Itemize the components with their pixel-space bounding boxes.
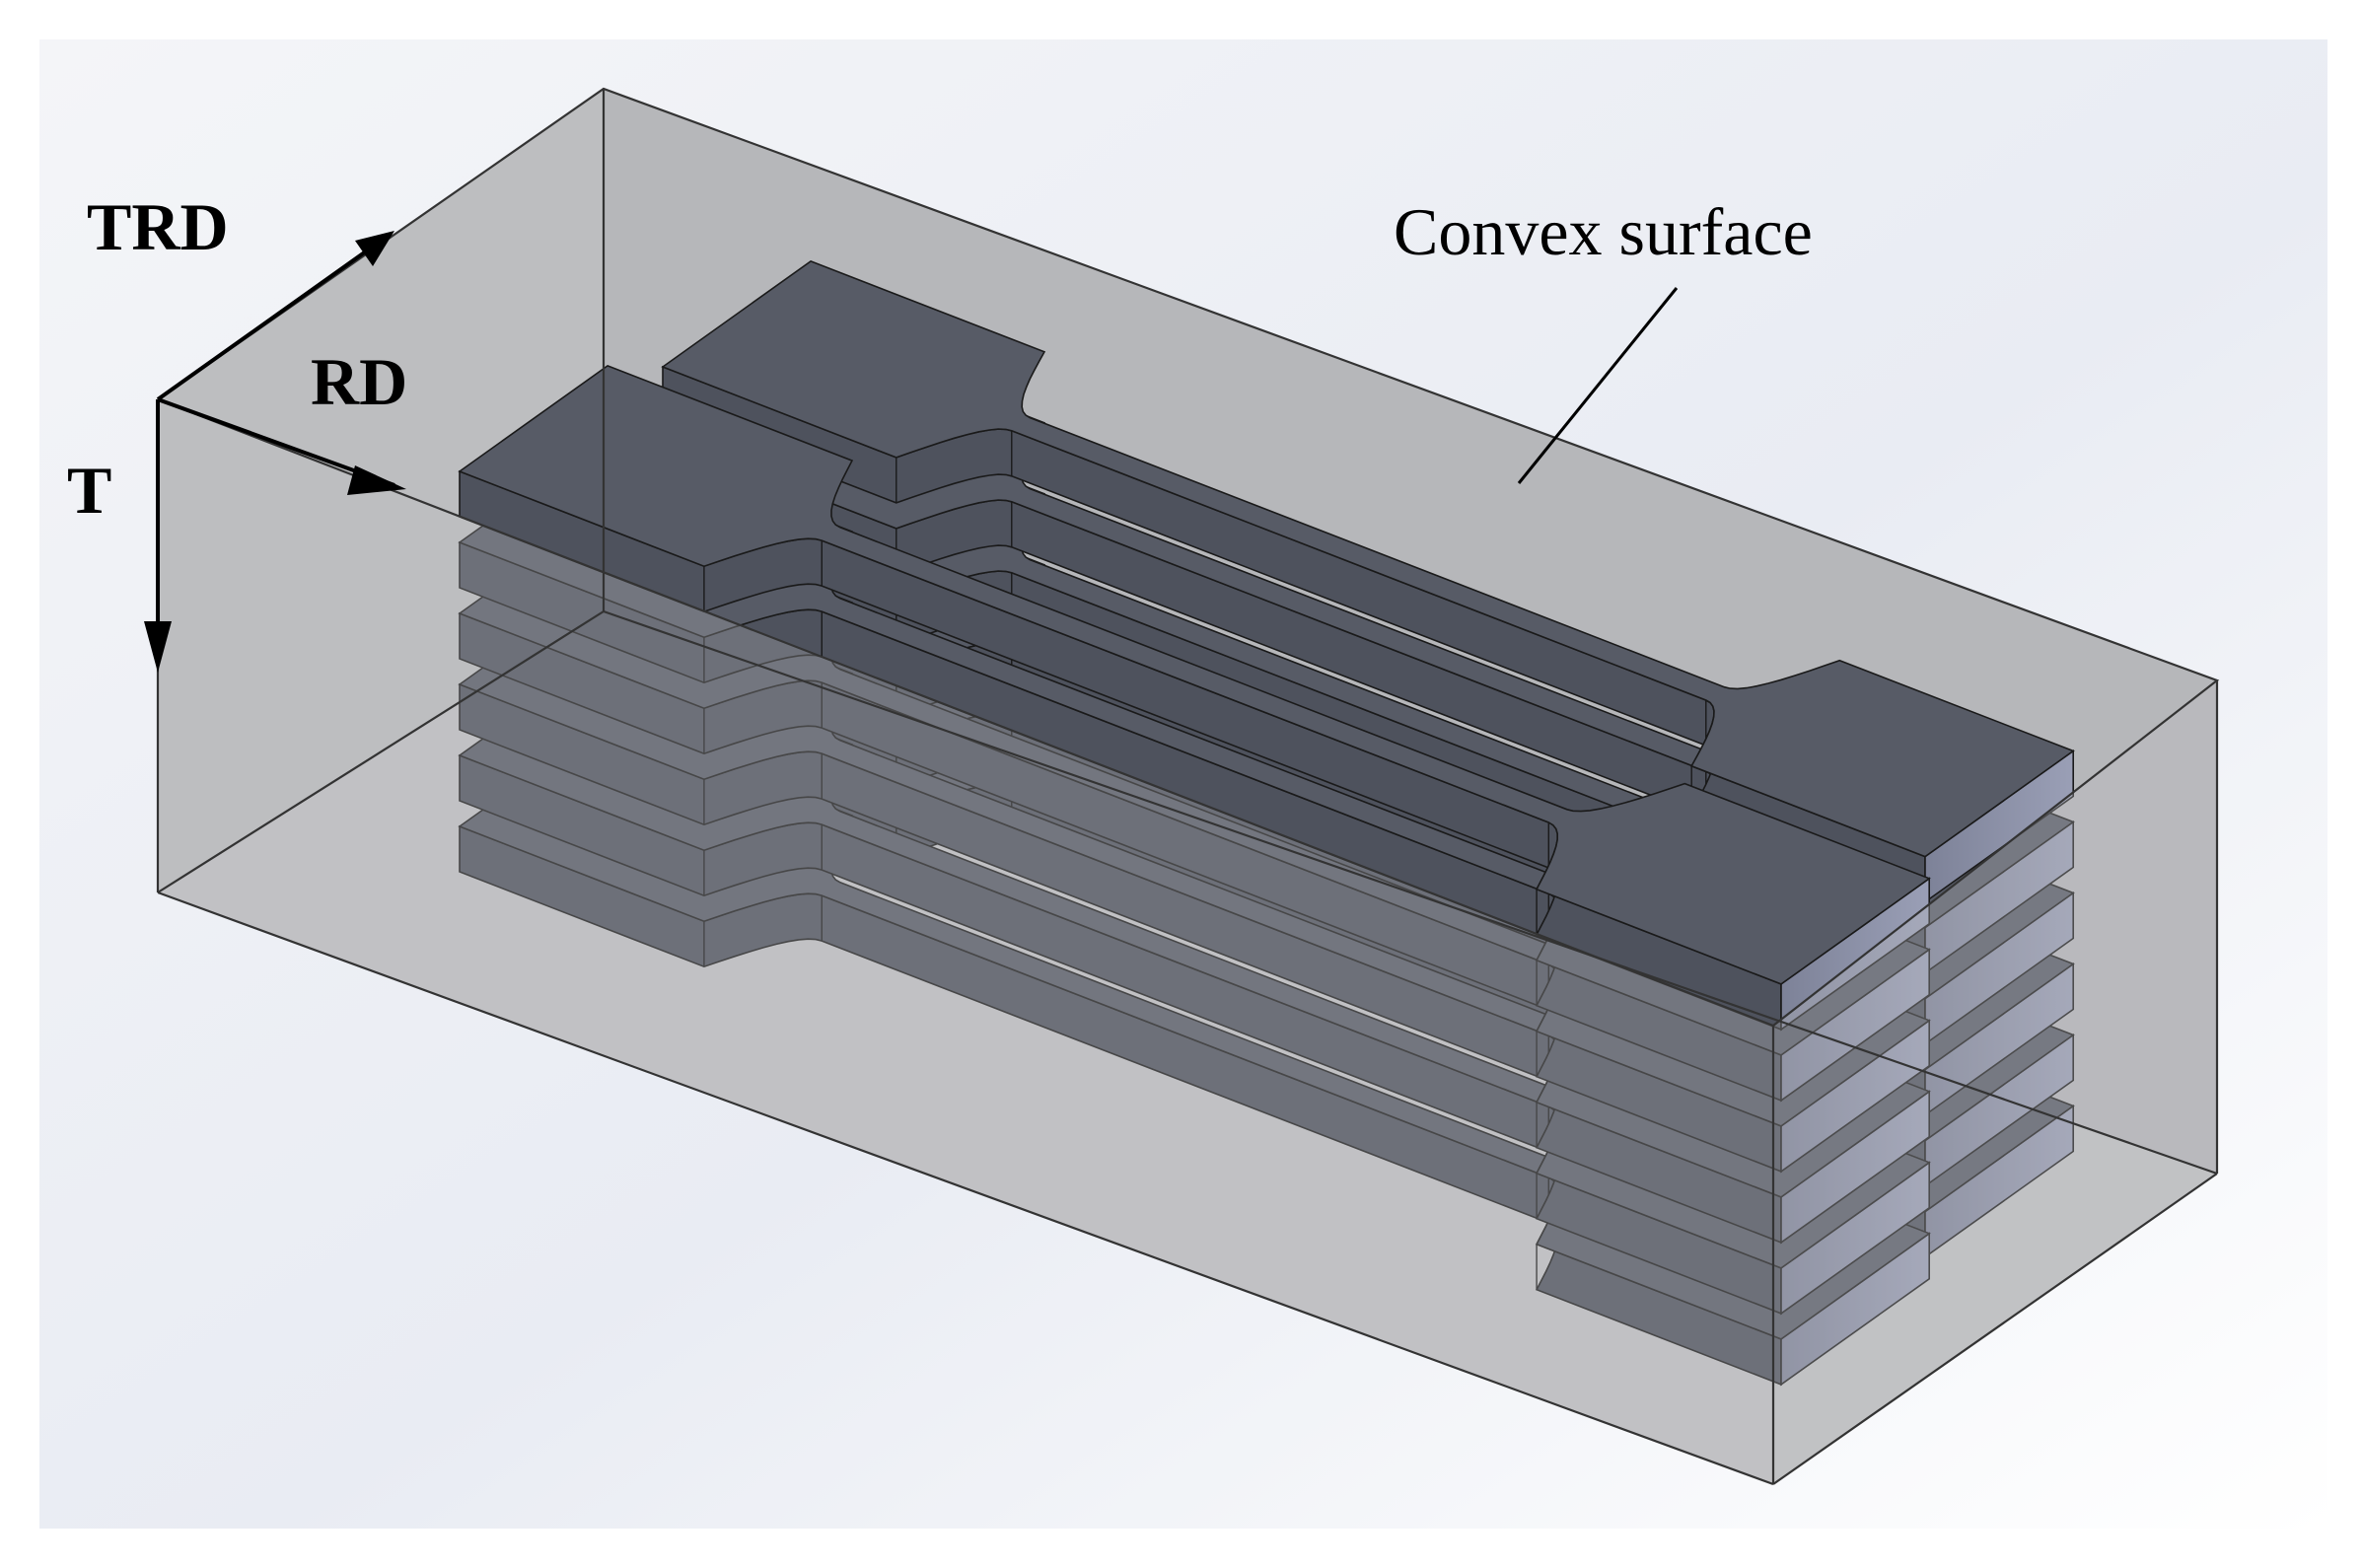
trd-arrowhead: [355, 231, 394, 266]
bounding-box-front: [158, 399, 2217, 1484]
specimen-top-face: [661, 259, 2075, 858]
callout-leader-line: [1517, 287, 1679, 484]
box-right-face: [1773, 680, 2217, 1484]
box-front-face: [158, 399, 1773, 1484]
trd-axis-label: TRD: [87, 189, 229, 264]
rd-arrowhead: [347, 465, 406, 495]
specimen-top-face: [458, 364, 1931, 985]
t-axis-label: T: [67, 453, 111, 528]
callout-label: Convex surface: [1394, 194, 1813, 269]
rd-axis-label: RD: [311, 344, 407, 419]
t-arrowhead: [144, 621, 172, 673]
trd-axis-arrow: [156, 235, 389, 401]
axis-arrows: [144, 231, 406, 673]
front-specimen-row: [458, 364, 1931, 1387]
